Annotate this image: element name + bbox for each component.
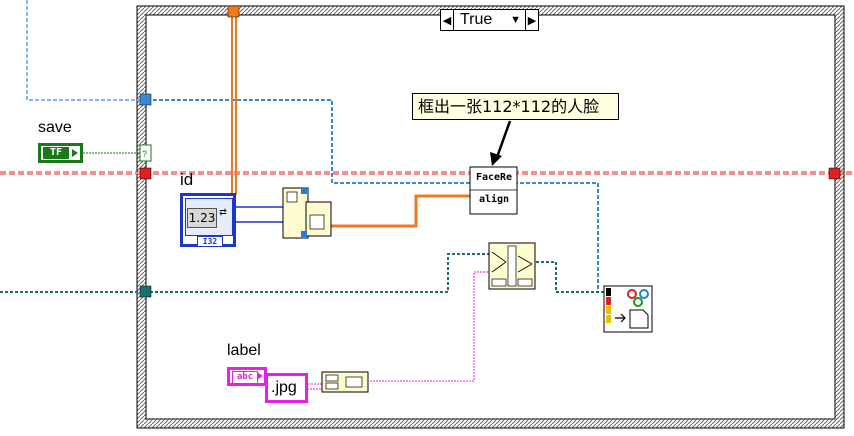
int-wire[interactable] (233, 206, 283, 223)
save-terminal[interactable]: TF (38, 143, 83, 163)
string-type-label: abc (232, 371, 258, 384)
id-label: id (180, 170, 194, 189)
write-image-file-node[interactable] (603, 285, 653, 333)
bool-type-label: TF (43, 147, 69, 159)
concatenate-node[interactable] (321, 371, 369, 393)
save-label: save (38, 119, 72, 136)
case-selector[interactable]: ◀ True ▼ ▶ (440, 9, 539, 31)
label-terminal[interactable]: abc (227, 367, 267, 386)
case-selector-value: True (460, 11, 493, 28)
terminal-arrow-icon (257, 372, 263, 380)
comment-arrow (494, 120, 512, 161)
svg-text:?: ? (142, 149, 147, 159)
subvi-title: FaceRe (475, 172, 513, 183)
bool-tunnel (139, 144, 152, 162)
increment-decrement-icon[interactable]: ⇄ (219, 207, 227, 217)
case-structure-frame[interactable] (136, 5, 845, 429)
label-label: label (227, 342, 261, 359)
refnum-wire[interactable] (0, 253, 604, 293)
comment-label[interactable]: 框出一张112*112的人脸 (412, 93, 619, 120)
terminal-arrow-icon (72, 149, 78, 157)
error-tunnel-left (139, 167, 152, 180)
i32-type-label: I32 (197, 236, 223, 247)
id-control[interactable]: 1.23 ⇄ I32 (180, 193, 236, 247)
id-value-display: 1.23 (187, 208, 217, 228)
string-wire[interactable] (265, 271, 490, 390)
subvi-subtitle: align (478, 194, 510, 205)
cluster-tunnel-top (227, 5, 240, 18)
path-wire[interactable] (26, 0, 599, 292)
refnum-tunnel (139, 285, 152, 298)
image-process-node[interactable] (488, 242, 536, 290)
build-array-node[interactable] (282, 187, 332, 239)
decrement-case-icon[interactable]: ◀ (441, 10, 454, 30)
error-tunnel-right (828, 167, 841, 180)
chevron-down-icon[interactable]: ▼ (510, 14, 521, 26)
increment-case-icon[interactable]: ▶ (525, 10, 538, 30)
path-tunnel (139, 93, 152, 106)
jpg-string-constant[interactable]: .jpg (265, 373, 308, 403)
